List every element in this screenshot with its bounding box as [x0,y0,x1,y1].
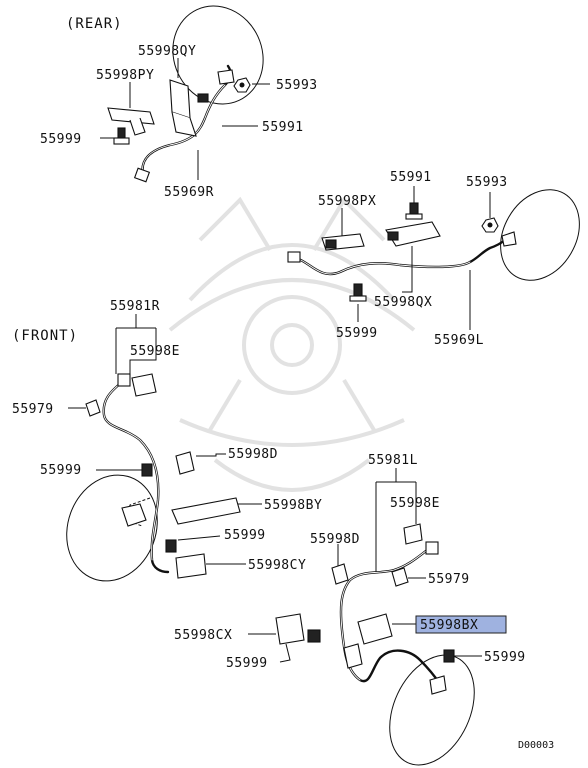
label-55998QX: 55998QX [374,295,432,310]
label-55998BY: 55998BY [264,498,322,513]
label-55999-front-right: 55999 [226,656,268,671]
mid-hose-connector [287,251,301,263]
label-55979-right: 55979 [428,572,470,587]
front-right-end-fitting [429,675,447,695]
rear-section-title: (REAR) [66,16,123,32]
label-55979-left: 55979 [12,402,54,417]
front-left-assembly [66,314,262,582]
clip-55979-right [391,567,409,587]
bracket-55998QY [169,79,191,119]
label-55998CY: 55998CY [248,558,306,573]
bracket-55998BX [357,613,393,645]
bracket-55998PY [107,107,155,125]
label-55998CX: 55998CX [174,628,232,643]
bolt-55999-front-left2 [165,539,177,553]
label-55991-mid: 55991 [390,170,432,185]
bracket-55998E-right [403,523,423,545]
bolt-55999-front-left [141,463,153,477]
label-55998D-left: 55998D [228,447,278,462]
label-55999-front-left: 55999 [40,463,82,478]
mid-assembly [287,186,580,330]
label-55998BX[interactable]: 55998BX [420,618,478,633]
bracket-55998QX [385,221,441,247]
bolt-55999-front-right2 [443,649,455,663]
bracket-55998CX [275,613,305,645]
clip-55979-left [85,399,101,417]
clip-55998D-left [175,451,195,475]
caliper-front-left [121,503,147,527]
label-55981R: 55981R [110,299,160,314]
front-section-title: (FRONT) [12,328,78,344]
label-55969R: 55969R [164,185,214,200]
label-55998PY: 55998PY [96,68,154,83]
bolt-rear-center [197,93,209,103]
label-55998D-right: 55998D [310,532,360,547]
bolt-55999-front-right [307,629,321,643]
label-55999-front-left2: 55999 [224,528,266,543]
label-55998E-right: 55998E [390,496,440,511]
watermark-emblem [168,196,416,492]
front-left-brake-hose-55981R [102,380,170,574]
bracket-55998BY [171,497,241,525]
highlight-55998BX[interactable] [415,615,507,634]
rear-assembly [100,5,270,183]
clip-55998D-right [331,563,349,585]
label-55998QY: 55998QY [138,44,196,59]
label-55999-front-right2: 55999 [484,650,526,665]
label-55981L: 55981L [368,453,418,468]
front-right-connector [425,541,439,555]
rear-hose-connector [133,167,151,183]
clip-55991-rear [217,69,235,85]
front-right-brake-disc [389,654,475,766]
mid-brake-disc [500,189,580,281]
label-55969L: 55969L [434,333,484,348]
label-55993-mid: 55993 [466,175,508,190]
label-55993-rear: 55993 [276,78,318,93]
clip-mid-end [501,231,517,247]
label-55998E-left: 55998E [130,344,180,359]
bracket-55998E-left [131,373,157,397]
front-right-assembly [248,468,482,766]
label-55999-mid: 55999 [336,326,378,341]
front-left-connector [117,373,131,387]
label-55998PX: 55998PX [318,194,376,209]
label-55991-rear: 55991 [262,120,304,135]
caliper-front-right [343,643,363,669]
bracket-55998CY [175,553,207,579]
front-left-brake-disc [66,474,158,582]
diagram-code: D00003 [518,740,554,751]
label-55999-rear: 55999 [40,132,82,147]
